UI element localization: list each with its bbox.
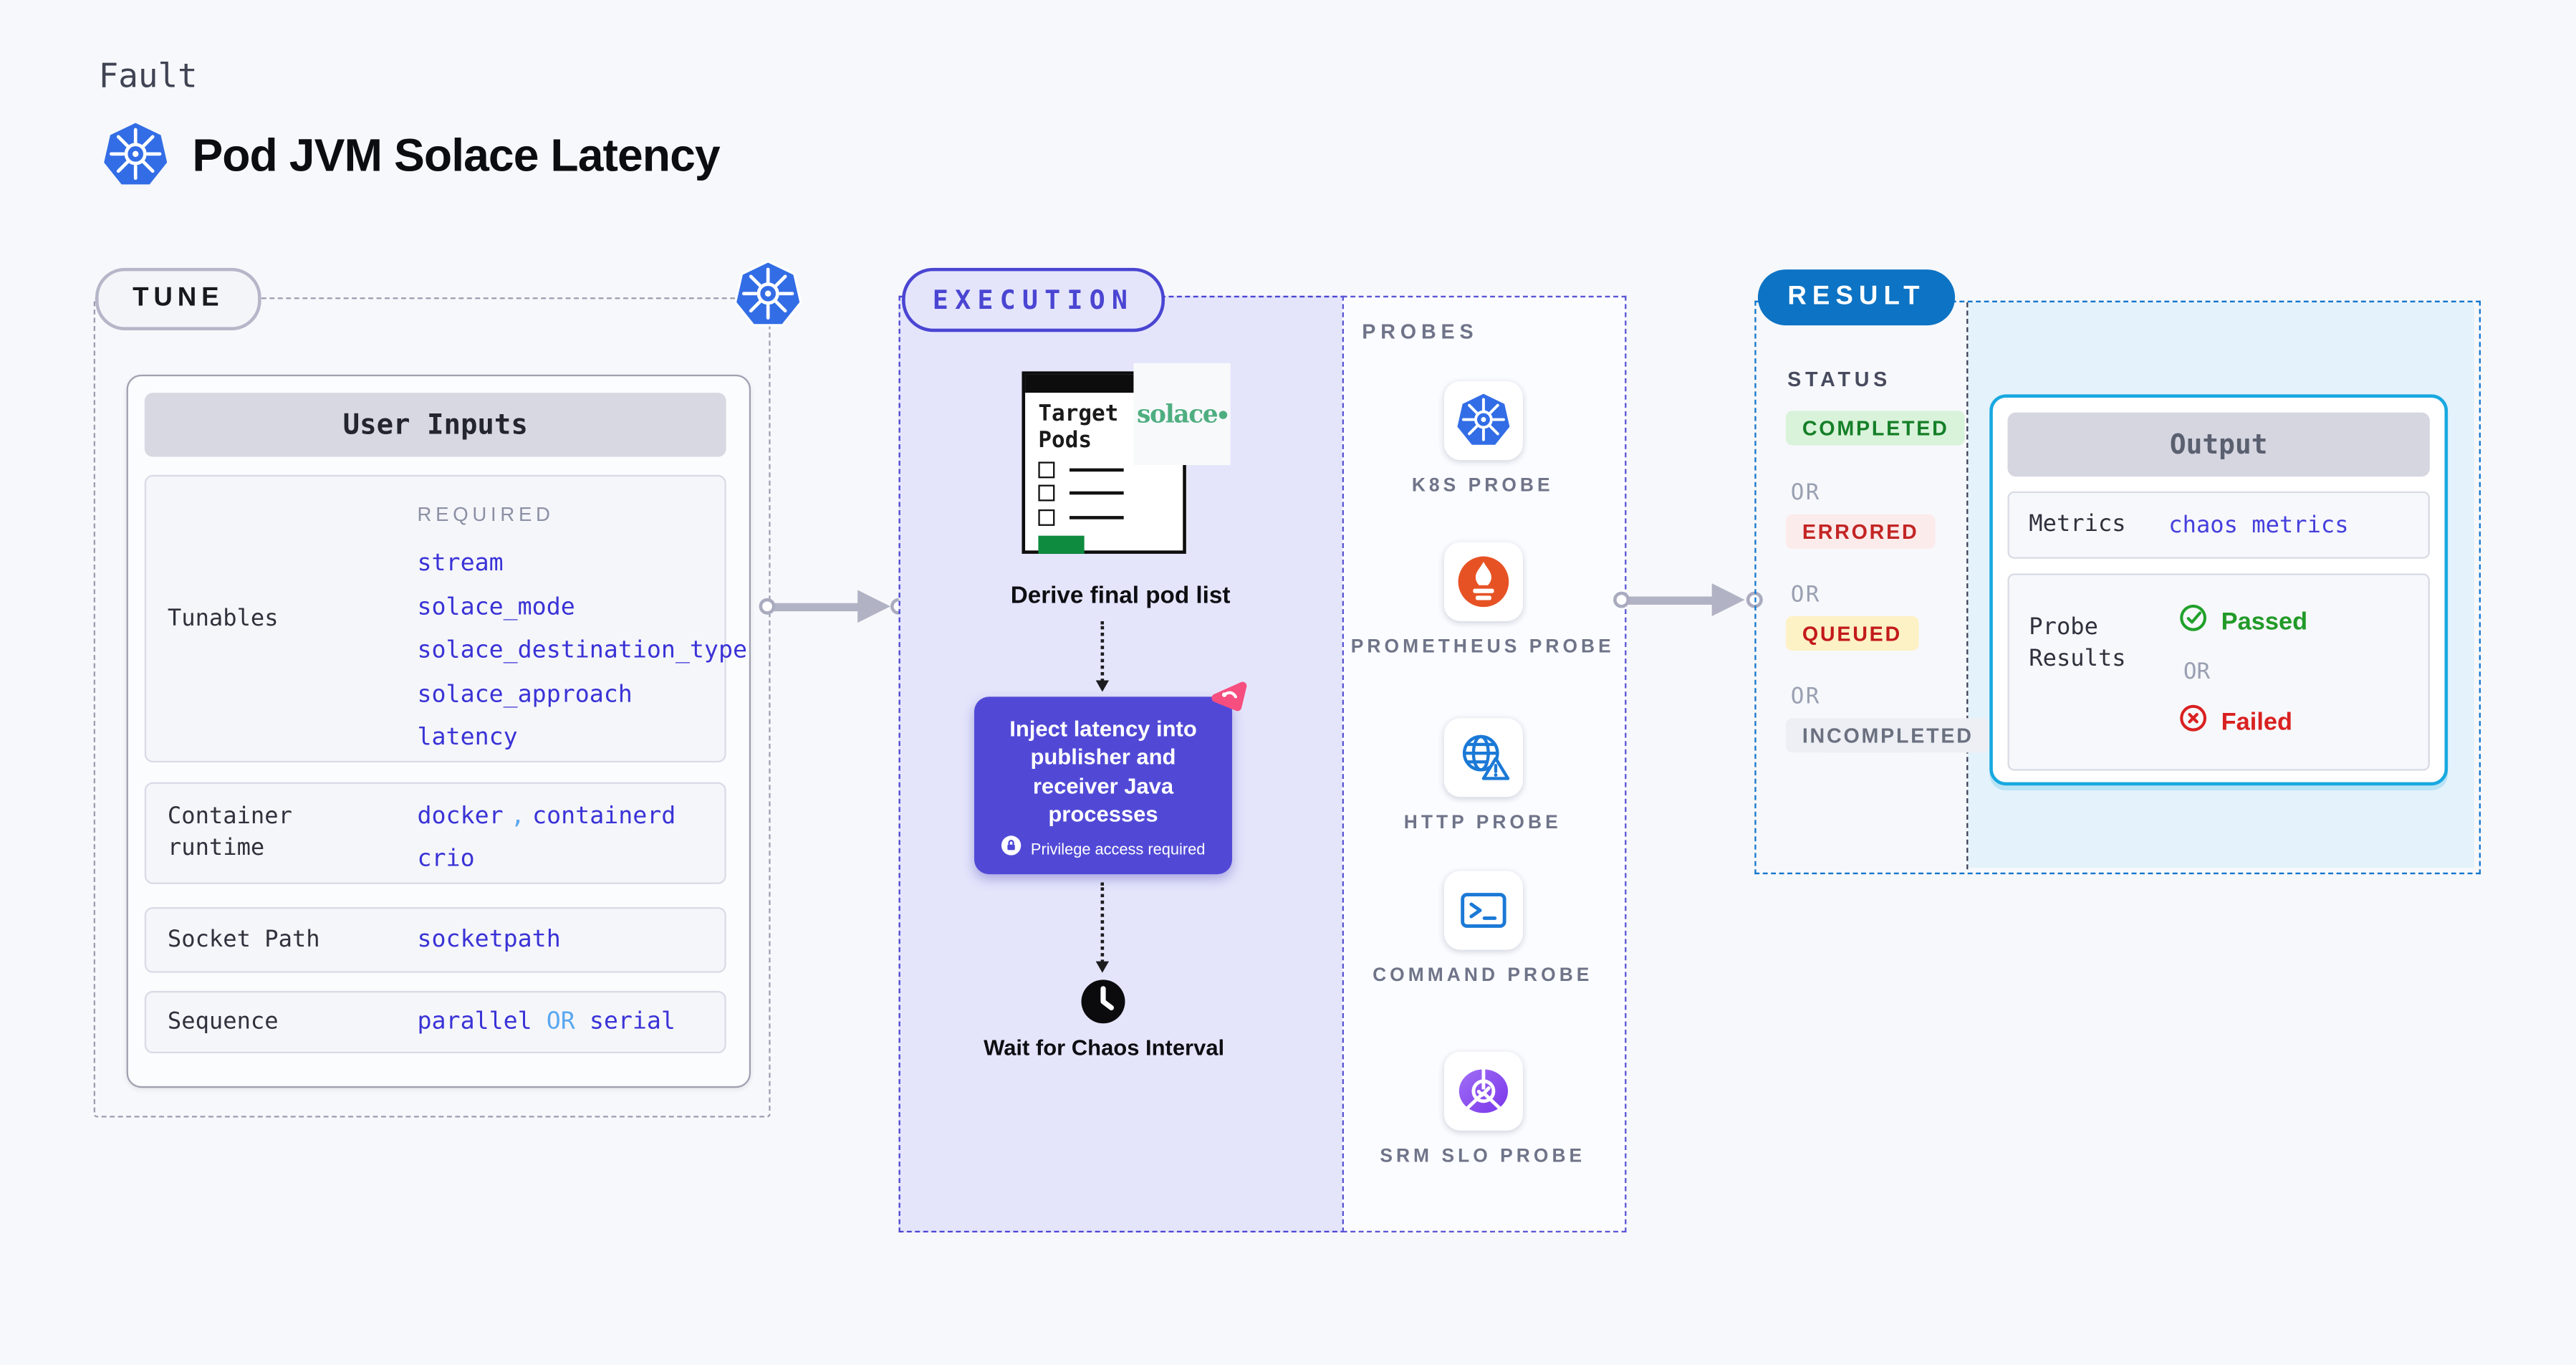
probe-item-prometheus: PROMETHEUS PROBE <box>1342 542 1623 663</box>
required-tag: REQUIRED <box>417 502 554 526</box>
sequence-row: Sequence parallel OR serial <box>144 990 726 1054</box>
flow-arrow-down <box>1096 882 1110 973</box>
socket-path-row: Socket Path socketpath <box>144 906 726 973</box>
sequence-or: OR <box>546 1009 575 1035</box>
probe-item-k8s: K8S PROBE <box>1342 381 1623 502</box>
user-inputs-title: User Inputs <box>144 393 726 457</box>
fault-kicker: Fault <box>98 55 198 96</box>
tunables-row: Tunables REQUIRED stream solace_mode sol… <box>144 474 747 763</box>
wait-chaos-interval-caption: Wait for Chaos Interval <box>984 1035 1225 1060</box>
tune-section-box <box>93 297 771 1118</box>
container-runtime-label: Container runtime <box>167 803 292 861</box>
probe-results-or: OR <box>2183 658 2211 686</box>
probes-title: PROBES <box>1362 320 1479 344</box>
socket-path-label: Socket Path <box>167 926 320 953</box>
execution-pill: EXECUTION <box>902 267 1165 332</box>
flow-arrow-down <box>1096 621 1110 692</box>
kubernetes-corner-icon <box>734 261 802 329</box>
result-divider <box>1966 302 1969 870</box>
output-title: Output <box>2007 412 2430 477</box>
kubernetes-logo-icon <box>102 122 169 189</box>
tunable-value: solace_mode <box>417 594 575 621</box>
metrics-row: Metrics chaos metrics <box>2007 491 2430 559</box>
inject-latency-step: Inject latency into publisher and receiv… <box>974 696 1233 875</box>
output-card: Output Metrics chaos metrics Probe Resul… <box>1989 394 2448 786</box>
status-badge-completed: COMPLETED <box>1785 411 1966 446</box>
solace-logo-dot <box>1219 410 1228 418</box>
execution-to-result-arrow <box>1613 583 1764 617</box>
probe-item-command: COMMAND PROBE <box>1342 871 1623 991</box>
tunable-value: latency <box>417 724 518 752</box>
probe-results-label: Probe Results <box>2029 614 2126 672</box>
clock-icon <box>1080 978 1128 1026</box>
solace-logo-text: solace <box>1137 399 1219 429</box>
srm-slo-pie-check-icon <box>1443 1051 1522 1131</box>
probe-item-http: HTTP PROBE <box>1342 718 1623 838</box>
result-pill: RESULT <box>1757 269 1956 326</box>
status-badge-errored: ERRORED <box>1785 514 1936 549</box>
probe-label: SRM SLO PROBE <box>1380 1146 1586 1167</box>
probe-item-srm-slo: SRM SLO PROBE <box>1342 1051 1623 1172</box>
runtime-value: crio <box>417 846 475 873</box>
socket-path-value: socketpath <box>417 926 561 954</box>
check-circle-icon <box>2178 603 2208 641</box>
probe-results-row: Probe Results Passed OR Failed <box>2007 573 2430 771</box>
derive-pod-list-caption: Derive final pod list <box>1010 583 1231 610</box>
tune-pill: TUNE <box>95 267 261 330</box>
prometheus-icon <box>1443 542 1522 621</box>
probe-label: COMMAND PROBE <box>1373 966 1593 987</box>
container-runtime-row: Container runtime docker , containerd cr… <box>144 782 726 884</box>
status-or: OR <box>1790 581 1821 608</box>
metrics-value: chaos metrics <box>2168 512 2349 539</box>
status-badge-incompleted: INCOMPLETED <box>1785 718 1990 753</box>
passed-label: Passed <box>2221 608 2308 636</box>
status-title: STATUS <box>1787 368 1892 391</box>
probe-label: PROMETHEUS PROBE <box>1350 637 1615 658</box>
chaos-pink-icon <box>1206 676 1249 719</box>
command-terminal-icon <box>1443 871 1522 950</box>
status-or: OR <box>1790 684 1821 710</box>
inject-latency-text: Inject latency into publisher and receiv… <box>1009 716 1197 827</box>
runtime-comma: , <box>510 803 525 830</box>
user-inputs-card: User Inputs Tunables REQUIRED stream sol… <box>126 374 751 1088</box>
probe-label: K8S PROBE <box>1411 476 1554 497</box>
failed-label: Failed <box>2221 708 2293 737</box>
metrics-label: Metrics <box>2029 511 2126 538</box>
target-pods-title: Target Pods <box>1038 401 1119 454</box>
runtime-value: docker <box>417 803 504 830</box>
tunables-label: Tunables <box>167 605 279 631</box>
status-badge-queued: QUEUED <box>1785 616 1918 651</box>
sequence-label: Sequence <box>167 1008 279 1035</box>
runtime-value: containerd <box>532 803 676 830</box>
status-or: OR <box>1790 479 1821 507</box>
page-title: Pod JVM Solace Latency <box>192 130 720 181</box>
tune-to-execution-arrow <box>759 590 910 623</box>
kubernetes-icon <box>1443 381 1522 461</box>
probe-label: HTTP PROBE <box>1403 813 1562 833</box>
result-section-box <box>1754 300 2481 875</box>
solace-logo-badge: solace <box>1133 363 1231 466</box>
privilege-note: Privilege access required <box>1030 840 1206 859</box>
http-globe-warning-icon <box>1443 718 1522 798</box>
tunable-value: solace_approach <box>417 681 633 708</box>
tunable-value: solace_destination_type <box>417 637 748 664</box>
tunable-value: stream <box>417 550 504 577</box>
x-circle-icon <box>2178 704 2208 742</box>
sequence-value: parallel OR serial <box>417 1009 676 1035</box>
lock-icon <box>1001 835 1023 864</box>
